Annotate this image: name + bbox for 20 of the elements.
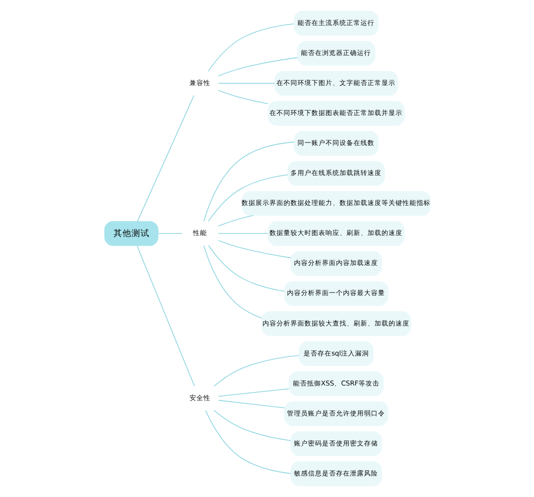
- connector: [208, 245, 284, 292]
- connector: [217, 388, 289, 397]
- connector: [157, 233, 182, 234]
- connector: [217, 215, 253, 227]
- connector: [202, 142, 294, 222]
- connector: [202, 245, 262, 318]
- connector: [217, 82, 274, 84]
- connector: [213, 410, 291, 441]
- connector: [213, 354, 299, 387]
- connector: [136, 95, 194, 222]
- connector: [217, 240, 291, 258]
- connector: [217, 400, 284, 408]
- node-box: 其他测试: [104, 221, 158, 246]
- connector: [207, 23, 294, 72]
- connector: [217, 233, 268, 234]
- connector: [136, 245, 194, 387]
- connector: [217, 90, 268, 104]
- connector: [217, 57, 298, 76]
- connector: [207, 174, 288, 222]
- connector: [204, 410, 291, 474]
